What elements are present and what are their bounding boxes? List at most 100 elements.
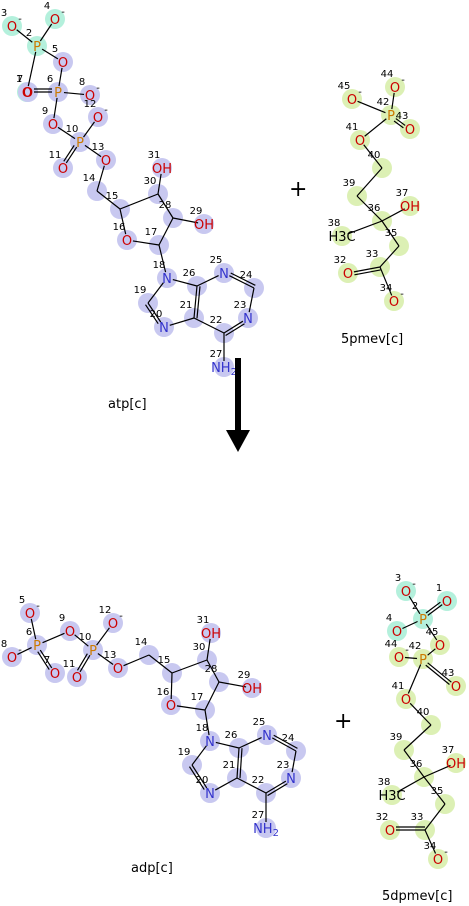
dpmev-atom-37-symbol: OH xyxy=(446,757,466,772)
atp-bond xyxy=(53,97,58,119)
adp-bond xyxy=(291,750,297,773)
plus-sign-bottom: + xyxy=(334,709,353,734)
adp-atom-number-13: 13 xyxy=(104,650,117,661)
adp-atom-number-30: 30 xyxy=(193,642,206,653)
atp-highlight-18 xyxy=(157,268,177,288)
adp-bond-double xyxy=(267,783,288,797)
atp-bond xyxy=(57,126,76,140)
adp-atom-8-symbol: O xyxy=(7,651,17,666)
dpmev-bond-double xyxy=(425,664,450,685)
atp-bond xyxy=(169,317,195,326)
adp-atom-number-9: 9 xyxy=(59,613,65,624)
dpmev-highlight-2 xyxy=(413,609,433,629)
pmev-atom-number-42: 42 xyxy=(377,97,390,108)
atp-atom-16-symbol: O xyxy=(122,234,132,249)
dpmev-atom-41-symbol: O xyxy=(401,693,411,708)
atp-atom-number-29: 29 xyxy=(190,206,203,217)
dpmev-bond xyxy=(423,764,451,778)
adp-atom-29-symbol: OH xyxy=(242,682,262,697)
adp-bond xyxy=(238,736,262,749)
pmev-bond xyxy=(356,167,383,197)
adp-atom-31-symbol: OH xyxy=(201,627,221,642)
adp-highlight-12 xyxy=(103,613,123,633)
dpmev-bond-double xyxy=(425,601,441,614)
reaction-arrow xyxy=(226,358,250,452)
atp-atom-8-symbol: O xyxy=(85,89,95,104)
atp-atom-2-symbol: P xyxy=(33,40,41,55)
dpmev-bond xyxy=(403,749,425,778)
dpmev-atom-42-symbol: P xyxy=(419,653,427,668)
atp-highlight-31 xyxy=(152,158,172,178)
adp-atom-number-19: 19 xyxy=(178,747,191,758)
dpmev-atom-number-4: 4 xyxy=(386,613,392,624)
atp-atom-12-charge: - xyxy=(104,105,108,116)
pmev-highlight-42 xyxy=(381,105,401,125)
adp-bonds xyxy=(17,618,298,822)
adp-bond xyxy=(39,649,53,669)
atp-atom-number-7: 7 xyxy=(17,74,23,85)
adp-bond xyxy=(236,777,267,794)
adp-bond xyxy=(265,780,287,794)
atp-bond-double xyxy=(196,286,201,319)
pmev-atom-number-43: 43 xyxy=(396,111,409,122)
atp-bond xyxy=(96,165,105,192)
dpmev-highlight-45 xyxy=(430,635,450,655)
dpmev-atom-number-40: 40 xyxy=(417,707,430,718)
pmev-atom-34-symbol: O xyxy=(389,295,399,310)
adp-bond xyxy=(204,681,220,711)
atp-bond-double xyxy=(145,304,159,325)
dpmev-atom-number-33: 33 xyxy=(411,812,424,823)
pmev-highlight-41 xyxy=(350,130,370,150)
adp-atom-number-17: 17 xyxy=(191,692,204,703)
dpmev-bond xyxy=(427,648,436,656)
pmev-highlight-43 xyxy=(400,119,420,139)
atp-bond xyxy=(119,193,159,210)
atp-atom-number-12: 12 xyxy=(84,99,97,110)
atp-highlight-7 xyxy=(18,82,38,102)
pmev-atom-32-symbol: O xyxy=(343,267,353,282)
dpmev-bonds xyxy=(396,595,452,854)
atp-atom-number-8: 8 xyxy=(79,77,85,88)
atp-atom-25-symbol: N xyxy=(219,267,229,282)
pmev-atom-38-symbol: H3C xyxy=(328,230,355,245)
atp-atom-number-22: 22 xyxy=(210,315,223,326)
pmev-highlight-45 xyxy=(342,89,362,109)
dpmev-atom-1-symbol: O xyxy=(442,595,452,610)
atp-bond xyxy=(196,275,219,287)
dpmev-highlight-1 xyxy=(437,591,457,611)
atp-atom-number-5: 5 xyxy=(52,44,58,55)
atp-atom-number-13: 13 xyxy=(92,142,105,153)
atp-atom-number-30: 30 xyxy=(144,176,157,187)
atp-atom-5-symbol: O xyxy=(58,56,68,71)
dpmev-highlight-37 xyxy=(446,753,466,773)
atp-atom-number-1: 1 xyxy=(16,74,22,85)
pmev-highlight-37 xyxy=(400,196,420,216)
atp-highlight-9 xyxy=(43,114,63,134)
atp-atom-number-26: 26 xyxy=(183,268,196,279)
atp-atom-27-subscript: 2 xyxy=(231,367,237,378)
pmev-highlight-38 xyxy=(332,226,352,246)
atp-bond xyxy=(229,275,255,289)
molecule-atp: O1P2O3-O4-O5P6O7O8-O9P10O11O12-O131415O1… xyxy=(1,1,264,378)
atp-bond xyxy=(157,173,162,195)
atp-atom-1-symbol: O xyxy=(22,86,32,101)
pmev-bond xyxy=(357,100,386,114)
adp-atom-number-27: 27 xyxy=(252,810,265,821)
atp-bond xyxy=(58,67,63,87)
adp-highlight-11 xyxy=(67,667,87,687)
dpmev-highlight-34 xyxy=(428,849,448,869)
pmev-bond xyxy=(381,220,400,247)
atp-atom-number-27: 27 xyxy=(210,349,223,360)
atp-bond xyxy=(63,91,85,96)
adp-highlights xyxy=(2,603,306,838)
atp-highlight-10 xyxy=(70,132,90,152)
pmev-atom-42-symbol: P xyxy=(387,109,395,124)
atp-atom-4-symbol: O xyxy=(50,13,60,28)
dpmev-atom-number-3: 3 xyxy=(395,573,401,584)
adp-atom-number-29: 29 xyxy=(238,670,251,681)
pmev-atom-number-39: 39 xyxy=(343,178,356,189)
dpmev-bond xyxy=(423,776,446,805)
adp-bond xyxy=(123,654,150,667)
